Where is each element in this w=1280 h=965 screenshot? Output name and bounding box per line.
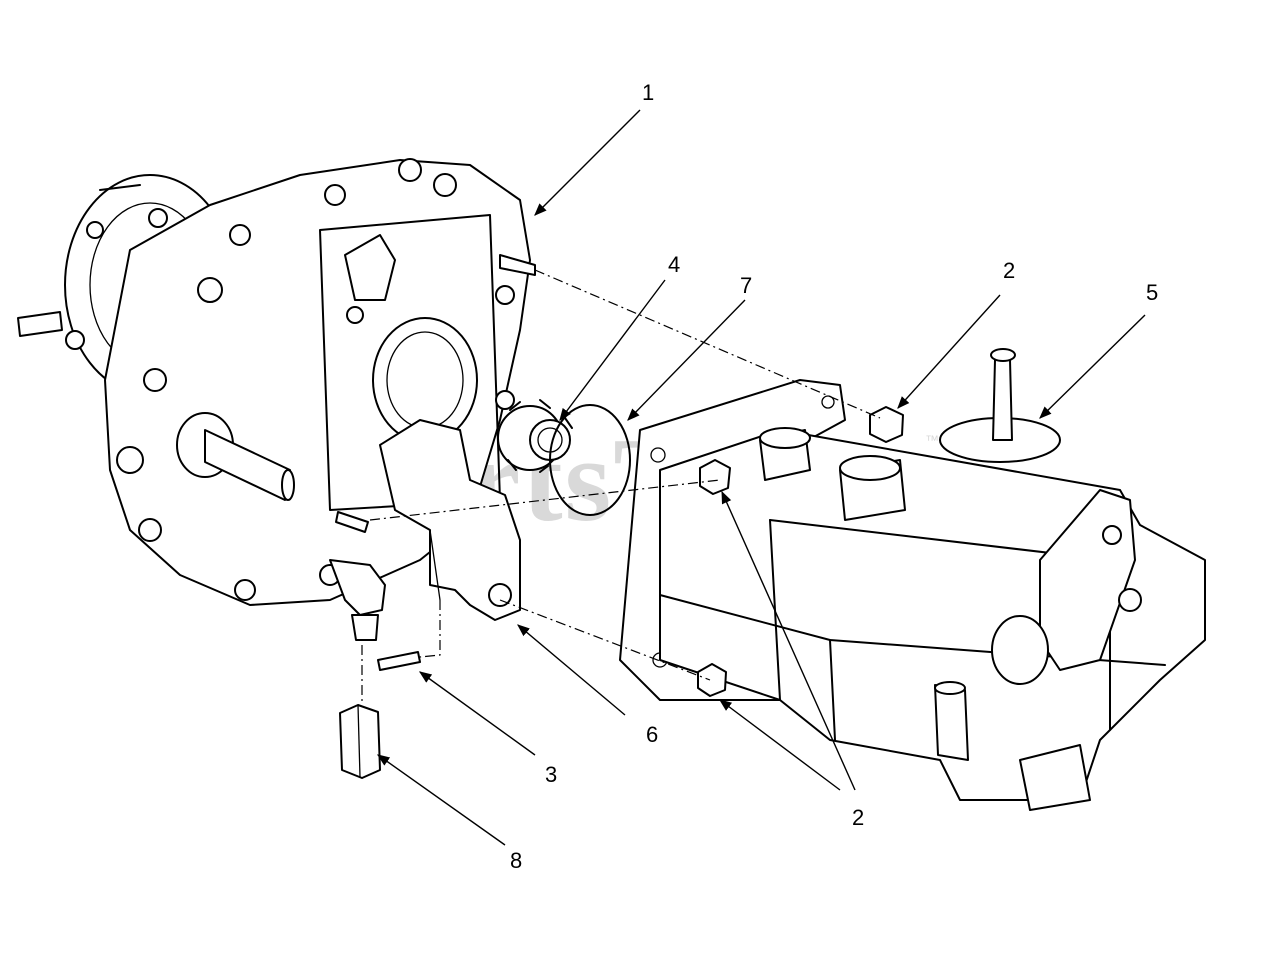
bracket-part-6 [379, 419, 521, 621]
callout-labels: 1 4 7 2 5 6 3 8 2 [510, 80, 1158, 873]
callout-8: 8 [510, 848, 522, 873]
transaxle-housing-part-5 [619, 348, 1206, 811]
leader-lines [376, 109, 1146, 846]
nut-part-2-top [869, 406, 904, 443]
alignment-lines [361, 269, 881, 705]
callout-5: 5 [1146, 280, 1158, 305]
callout-7: 7 [740, 273, 752, 298]
callout-1: 1 [642, 80, 654, 105]
callout-4: 4 [668, 252, 680, 277]
roll-pin-part-3 [377, 651, 421, 671]
callout-2-top: 2 [1003, 258, 1015, 283]
watermark-trademark: ™ [925, 432, 939, 448]
nut-part-8 [339, 704, 381, 779]
callout-6: 6 [646, 722, 658, 747]
gear-part-4 [497, 399, 573, 473]
callout-2-bottom: 2 [852, 805, 864, 830]
o-ring-part-7 [549, 404, 631, 516]
callout-3: 3 [545, 762, 557, 787]
